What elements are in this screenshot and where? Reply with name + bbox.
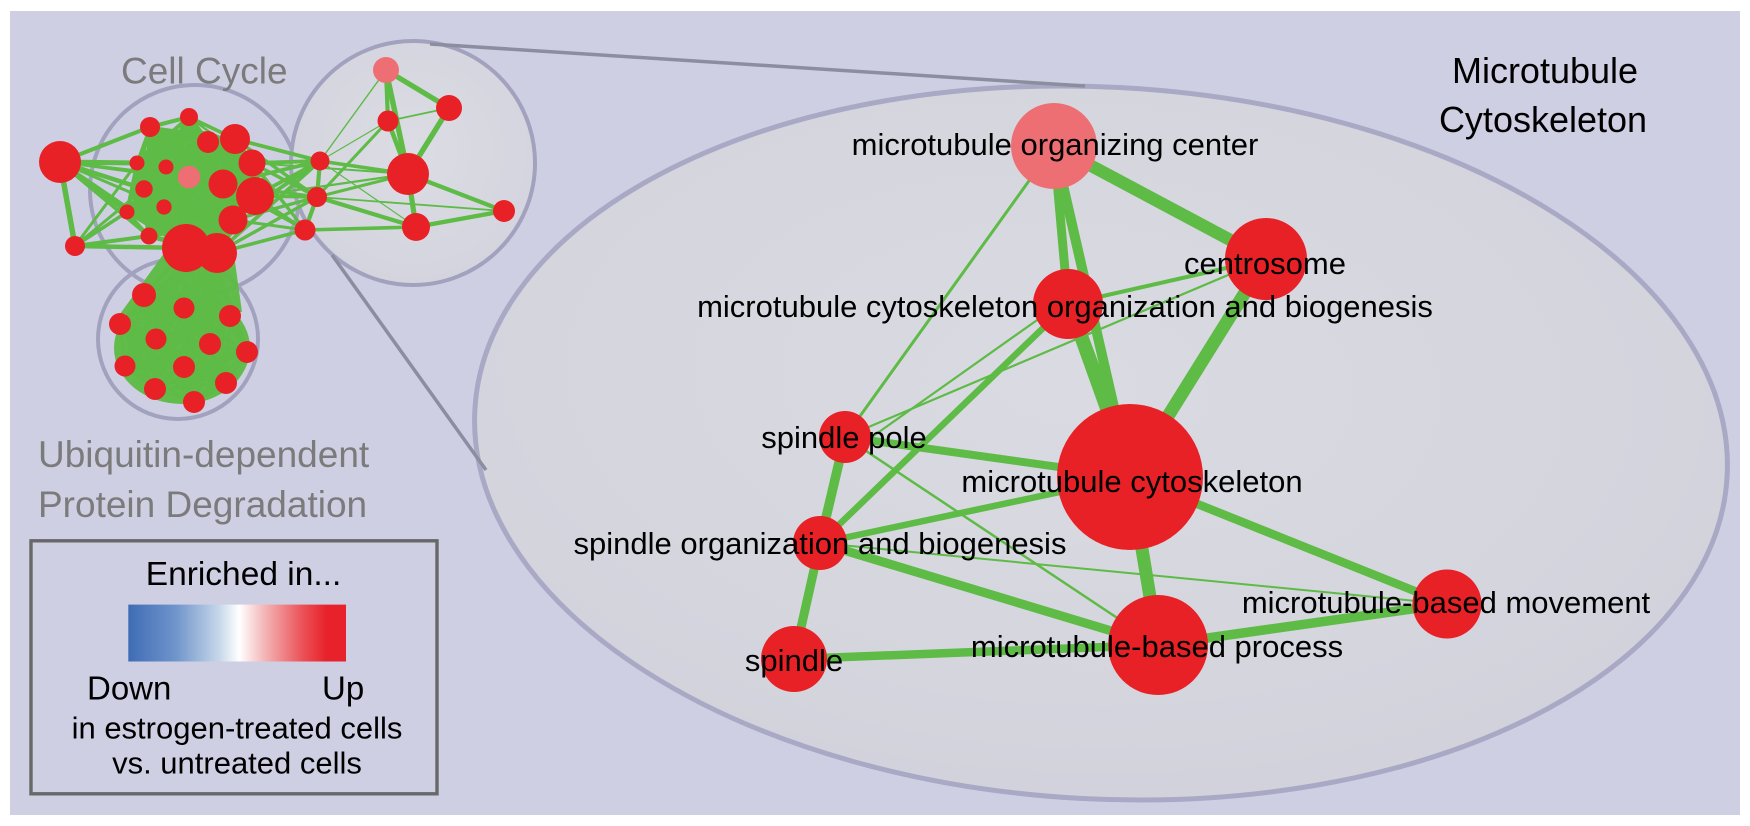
svg-text:Enriched in...: Enriched in... [146,556,342,593]
svg-text:spindle pole: spindle pole [761,420,926,455]
svg-text:microtubule-based movement: microtubule-based movement [1242,585,1651,620]
svg-text:in estrogen-treated cells: in estrogen-treated cells [72,711,403,746]
svg-text:microtubule cytoskeleton organ: microtubule cytoskeleton organization an… [697,289,1433,324]
svg-text:Down: Down [87,670,171,707]
svg-text:microtubule organizing center: microtubule organizing center [852,127,1259,162]
svg-text:microtubule-based process: microtubule-based process [971,629,1343,664]
svg-text:Up: Up [322,670,364,707]
svg-text:vs. untreated cells: vs. untreated cells [112,745,362,780]
svg-text:Microtubule: Microtubule [1452,50,1638,91]
svg-text:spindle organization and bioge: spindle organization and biogenesis [574,526,1067,561]
svg-text:centrosome: centrosome [1184,246,1346,281]
svg-text:Cytoskeleton: Cytoskeleton [1439,99,1647,140]
svg-text:Ubiquitin-dependent: Ubiquitin-dependent [38,434,370,475]
svg-text:Cell Cycle: Cell Cycle [121,51,288,92]
svg-text:spindle: spindle [745,643,843,678]
svg-text:microtubule cytoskeleton: microtubule cytoskeleton [961,464,1302,499]
svg-text:Protein Degradation: Protein Degradation [38,484,367,525]
